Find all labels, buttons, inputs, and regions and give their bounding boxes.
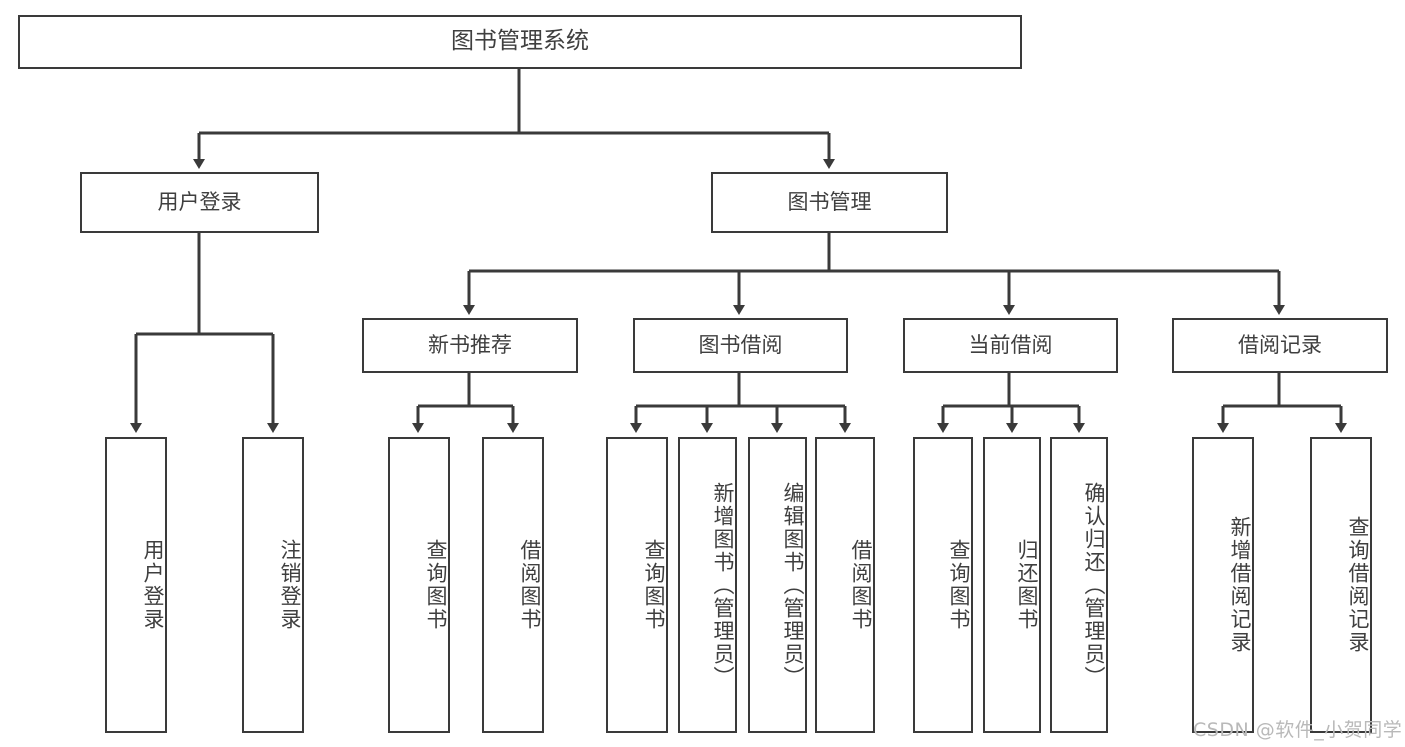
- node-label: 借阅图书: [518, 539, 542, 631]
- node-label: 借阅记录: [1238, 333, 1322, 358]
- node-new-book-recommend[interactable]: 新书推荐: [362, 318, 578, 373]
- node-label: 查询图书: [424, 539, 448, 631]
- leaf-logout[interactable]: 注销登录: [242, 437, 304, 733]
- node-label: 图书管理: [787, 190, 872, 215]
- node-label: 归还图书: [1015, 539, 1039, 631]
- leaf-borrow-book[interactable]: 借阅图书: [815, 437, 875, 733]
- leaf-edit-book-admin[interactable]: 编辑图书（管理员）: [748, 437, 807, 733]
- leaf-return-book[interactable]: 归还图书: [983, 437, 1041, 733]
- node-current-borrow[interactable]: 当前借阅: [903, 318, 1118, 373]
- node-label: 注销登录: [278, 539, 302, 631]
- node-borrow-record[interactable]: 借阅记录: [1172, 318, 1388, 373]
- leaf-confirm-return-admin[interactable]: 确认归还（管理员）: [1050, 437, 1108, 733]
- node-label: 确认归还（管理员）: [1082, 481, 1106, 689]
- node-label: 当前借阅: [968, 333, 1053, 358]
- node-book-borrow[interactable]: 图书借阅: [633, 318, 848, 373]
- node-label: 借阅图书: [849, 539, 873, 631]
- leaf-user-login[interactable]: 用户登录: [105, 437, 167, 733]
- node-label: 查询借阅记录: [1346, 516, 1370, 654]
- leaf-borrow-book-recommend[interactable]: 借阅图书: [482, 437, 544, 733]
- node-label: 新增借阅记录: [1228, 516, 1252, 654]
- node-label: 图书借阅: [698, 333, 783, 358]
- node-label: 查询图书: [642, 539, 666, 631]
- node-root-system[interactable]: 图书管理系统: [18, 15, 1022, 69]
- leaf-query-book-current[interactable]: 查询图书: [913, 437, 973, 733]
- leaf-query-book-recommend[interactable]: 查询图书: [388, 437, 450, 733]
- leaf-add-book-admin[interactable]: 新增图书（管理员）: [678, 437, 737, 733]
- node-label: 图书管理系统: [451, 28, 589, 55]
- leaf-query-borrow-record[interactable]: 查询借阅记录: [1310, 437, 1372, 733]
- node-label: 用户登录: [157, 190, 242, 215]
- node-label: 用户登录: [141, 539, 165, 631]
- node-label: 新增图书（管理员）: [711, 481, 735, 689]
- watermark: CSDN @软件_小贺同学: [1193, 719, 1403, 741]
- node-book-management[interactable]: 图书管理: [711, 172, 948, 233]
- node-label: 查询图书: [947, 539, 971, 631]
- node-user-login[interactable]: 用户登录: [80, 172, 319, 233]
- node-label: 编辑图书（管理员）: [781, 481, 805, 689]
- leaf-add-borrow-record[interactable]: 新增借阅记录: [1192, 437, 1254, 733]
- leaf-query-book-borrow[interactable]: 查询图书: [606, 437, 668, 733]
- node-label: 新书推荐: [428, 333, 512, 358]
